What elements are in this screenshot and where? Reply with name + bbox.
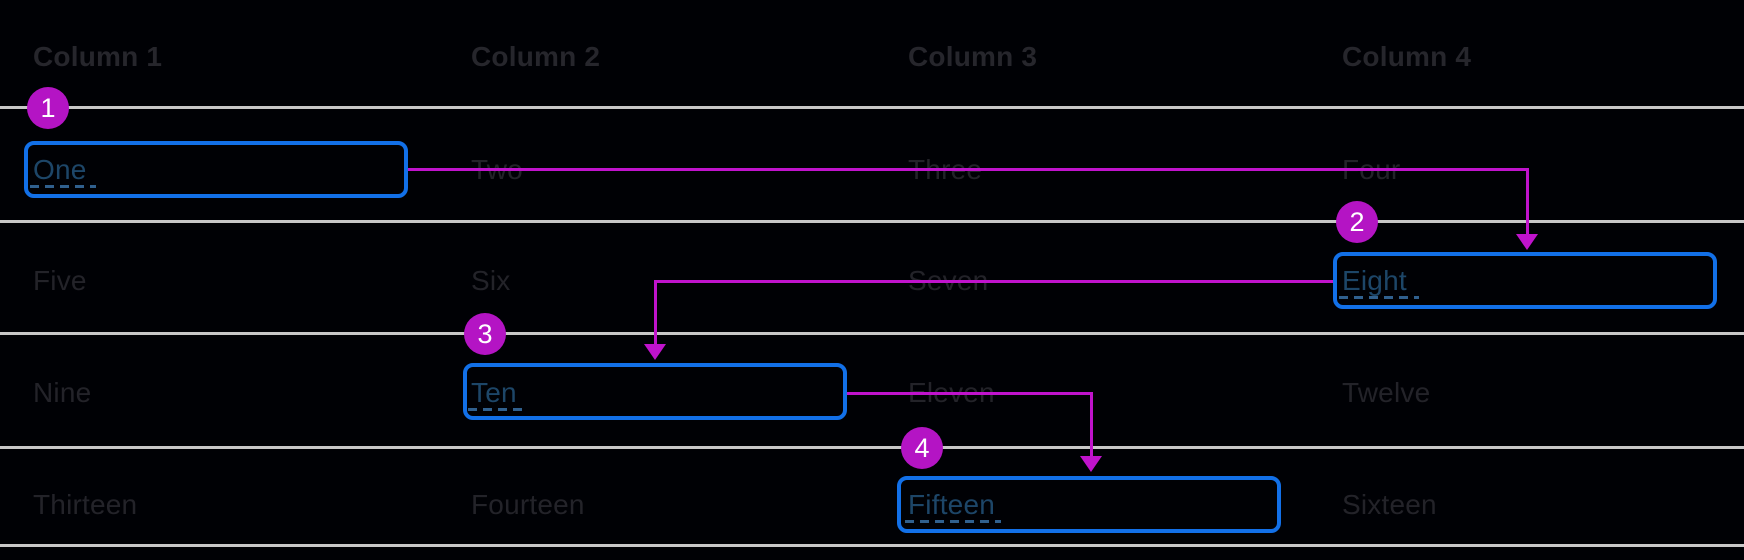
focus-ring-ten bbox=[463, 363, 847, 420]
cell-twelve: Twelve bbox=[1342, 377, 1431, 408]
focus-underline-one bbox=[30, 185, 96, 188]
cell-six: Six bbox=[471, 265, 511, 296]
cell-fourteen: Fourteen bbox=[471, 489, 585, 520]
cell-one[interactable]: One bbox=[33, 154, 87, 185]
cell-ten[interactable]: Ten bbox=[471, 377, 517, 408]
step-badge-2: 2 bbox=[1336, 201, 1378, 243]
connector-eight-to-ten-vertical bbox=[654, 280, 657, 344]
connector-one-to-eight-vertical bbox=[1526, 168, 1529, 235]
connector-ten-to-fifteen-vertical bbox=[1090, 392, 1093, 456]
row-separator bbox=[0, 544, 1744, 547]
row-separator bbox=[0, 332, 1744, 335]
focus-underline-ten bbox=[468, 408, 526, 411]
cell-eight[interactable]: Eight bbox=[1342, 265, 1407, 296]
arrow-down-icon bbox=[644, 344, 666, 360]
row-separator bbox=[0, 220, 1744, 223]
focus-ring-fifteen bbox=[897, 476, 1281, 533]
column-header-1: Column 1 bbox=[33, 41, 163, 72]
column-header-2: Column 2 bbox=[471, 41, 601, 72]
row-separator bbox=[0, 446, 1744, 449]
column-header-3: Column 3 bbox=[908, 41, 1038, 72]
step-badge-4: 4 bbox=[901, 427, 943, 469]
column-header-4: Column 4 bbox=[1342, 41, 1472, 72]
cell-nine: Nine bbox=[33, 377, 92, 408]
cell-thirteen: Thirteen bbox=[33, 489, 138, 520]
cell-fifteen[interactable]: Fifteen bbox=[908, 489, 995, 520]
step-badge-1: 1 bbox=[27, 87, 69, 129]
cell-sixteen: Sixteen bbox=[1342, 489, 1437, 520]
focus-ring-one bbox=[24, 141, 408, 198]
connector-one-to-eight-horizontal bbox=[408, 168, 1529, 171]
connector-ten-to-fifteen-horizontal bbox=[846, 392, 1092, 395]
cell-five: Five bbox=[33, 265, 87, 296]
focus-underline-fifteen bbox=[905, 520, 1001, 523]
focus-underline-eight bbox=[1339, 296, 1419, 299]
step-badge-3: 3 bbox=[464, 313, 506, 355]
row-separator bbox=[0, 106, 1744, 109]
arrow-down-icon bbox=[1080, 456, 1102, 472]
connector-eight-to-ten-horizontal bbox=[655, 280, 1333, 283]
focus-ring-eight bbox=[1333, 252, 1717, 309]
arrow-down-icon bbox=[1516, 234, 1538, 250]
